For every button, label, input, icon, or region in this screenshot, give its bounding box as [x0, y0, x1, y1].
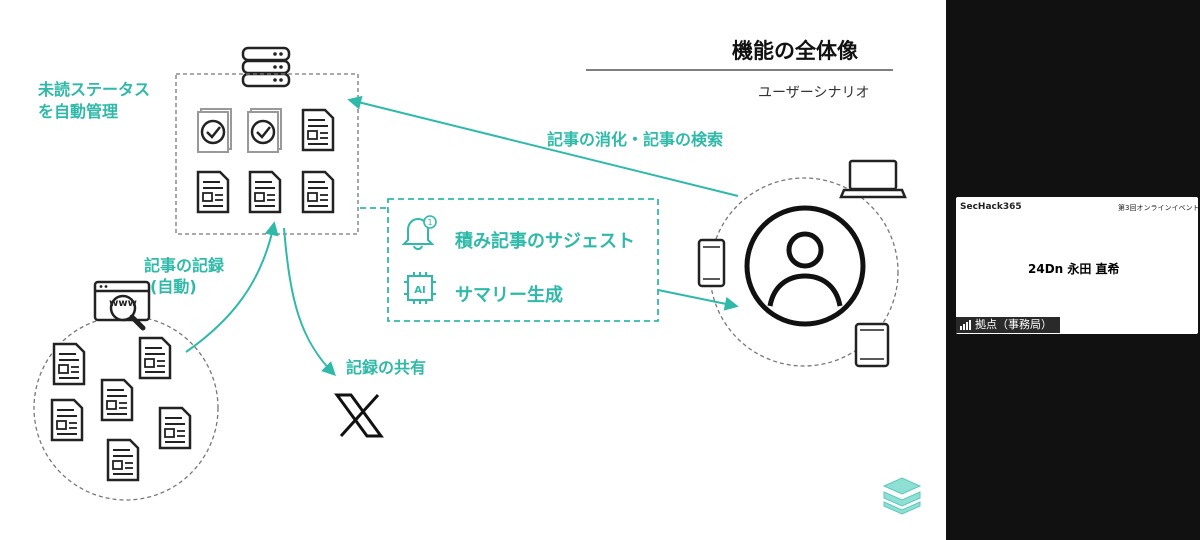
- slide-subtitle: ユーザーシナリオ: [758, 85, 870, 101]
- location-label: 拠点（事務局）: [975, 318, 1052, 331]
- ai-chip-icon: AI: [404, 272, 436, 304]
- tablet-icon: [854, 322, 890, 368]
- document-icon: [106, 438, 140, 482]
- document-icon: [158, 406, 192, 450]
- meeting-logo: SecHack365: [960, 202, 1022, 212]
- document-icon: [301, 170, 335, 214]
- participant-tile[interactable]: [956, 197, 1198, 334]
- document-icon: [100, 378, 134, 422]
- laptop-icon: [839, 159, 907, 199]
- unread-status-label: 未読ステータス: [38, 80, 151, 99]
- share-arrow: [283, 227, 336, 376]
- record-label: 記事の記録: [144, 256, 225, 275]
- browser-search-icon: www: [93, 280, 151, 331]
- diagram-canvas: www 1 AI: [33, 46, 922, 515]
- record-auto-label: (自動): [150, 277, 197, 296]
- unread-status-label-2: を自動管理: [38, 102, 119, 121]
- document-icon: [248, 170, 282, 214]
- source-circle: [33, 315, 219, 501]
- summary-label: サマリー生成: [455, 285, 563, 306]
- slide: www 1 AI: [0, 0, 946, 540]
- checked-document-icon: [247, 108, 282, 153]
- suggest-label: 積み記事のサジェスト: [455, 231, 635, 252]
- share-label: 記録の共有: [346, 358, 427, 377]
- meeting-event-label: 第3回オンラインイベント: [1118, 204, 1200, 212]
- bell-icon: 1: [401, 215, 437, 250]
- consume-search-label: 記事の消化・記事の検索: [547, 130, 724, 149]
- smartphone-icon: [697, 238, 726, 288]
- signal-icon: [960, 320, 971, 330]
- document-icon: [52, 342, 86, 386]
- document-icon: [50, 398, 84, 442]
- document-icon: [196, 170, 230, 214]
- checked-document-icon: [197, 108, 232, 153]
- feature-arrow: [657, 289, 739, 311]
- svg-text:1: 1: [427, 218, 432, 227]
- participant-name: 24Dn 永田 直希: [1028, 262, 1120, 276]
- database-icon: [241, 46, 291, 88]
- features-box: [387, 198, 659, 322]
- slide-title: 機能の全体像: [732, 39, 858, 63]
- svg-text:AI: AI: [414, 285, 425, 296]
- x-logo-icon: [334, 393, 384, 438]
- www-label: www: [109, 298, 137, 309]
- layers-logo-icon: [882, 477, 922, 515]
- document-icon: [138, 336, 172, 380]
- consume-arrow: [347, 95, 739, 197]
- record-arrow: [185, 221, 279, 353]
- storage-box: [175, 73, 359, 235]
- user-icon: [744, 205, 866, 327]
- document-icon: [301, 108, 335, 152]
- location-tag: 拠点（事務局）: [956, 317, 1060, 333]
